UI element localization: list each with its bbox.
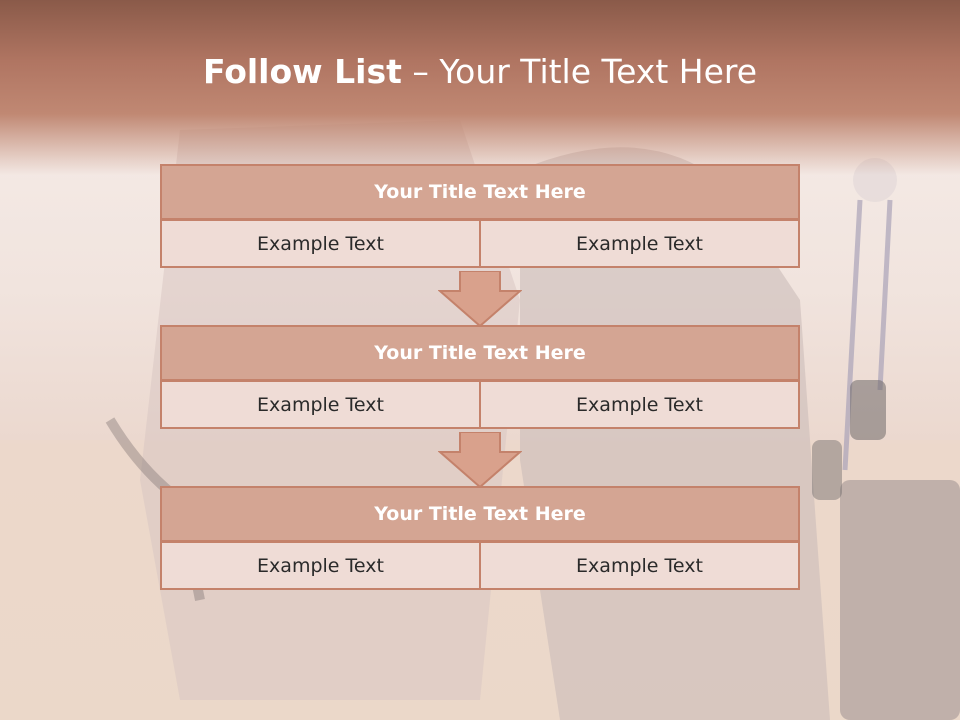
block-row: Example Text Example Text [160,219,800,268]
block-cell-left: Example Text [160,380,481,429]
header-band [0,0,960,175]
list-block-1: Your Title Text Here Example Text Exampl… [160,164,800,268]
down-arrow-1 [438,271,522,327]
list-block-3: Your Title Text Here Example Text Exampl… [160,486,800,590]
slide-title-rest: – Your Title Text Here [401,52,758,91]
block-cell-left: Example Text [160,541,481,590]
block-row: Example Text Example Text [160,380,800,429]
slide-title: Follow List – Your Title Text Here [0,52,960,91]
block-title: Your Title Text Here [160,164,800,220]
block-cell-left: Example Text [160,219,481,268]
down-arrow-2 [438,432,522,488]
block-row: Example Text Example Text [160,541,800,590]
block-cell-right: Example Text [481,541,800,590]
block-title: Your Title Text Here [160,325,800,381]
block-cell-right: Example Text [481,219,800,268]
block-cell-right: Example Text [481,380,800,429]
slide-title-bold: Follow List [202,52,402,91]
list-block-2: Your Title Text Here Example Text Exampl… [160,325,800,429]
block-title: Your Title Text Here [160,486,800,542]
